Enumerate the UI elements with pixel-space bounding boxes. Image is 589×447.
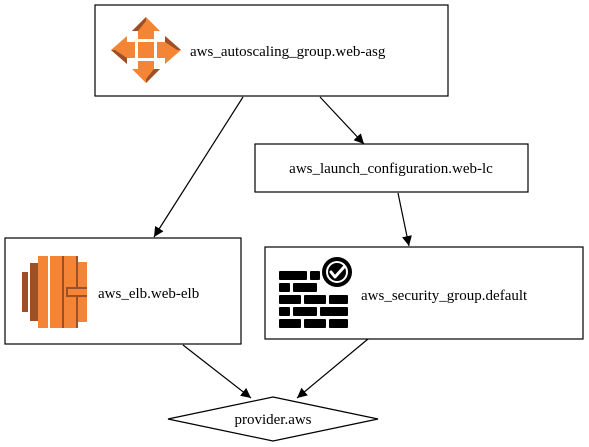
edge-security-group-to-provider xyxy=(296,338,369,399)
node-security-group[interactable]: aws_security_group.default xyxy=(264,246,584,340)
node-autoscaling-group[interactable]: aws_autoscaling_group.web-asg xyxy=(94,4,449,97)
edge-launch-config-to-security-group xyxy=(397,192,412,247)
node-label-provider: provider.aws xyxy=(234,412,311,428)
edge-asg-to-launch-config xyxy=(319,96,365,145)
edges xyxy=(153,96,412,399)
edge-elb-to-provider xyxy=(182,344,252,399)
node-label-elb: aws_elb.web-elb xyxy=(98,286,199,302)
node-provider[interactable]: provider.aws xyxy=(167,396,379,442)
elb-icon xyxy=(22,256,87,328)
edge-asg-to-elb xyxy=(153,96,244,238)
firewall-check-icon xyxy=(279,257,352,328)
node-elb[interactable]: aws_elb.web-elb xyxy=(4,237,242,345)
node-launch-configuration[interactable]: aws_launch_configuration.web-lc xyxy=(254,143,529,193)
node-label-security-group: aws_security_group.default xyxy=(361,288,528,304)
node-label-launch-config: aws_launch_configuration.web-lc xyxy=(289,161,493,177)
autoscaling-arrows-icon xyxy=(111,17,181,83)
node-label-asg: aws_autoscaling_group.web-asg xyxy=(190,44,386,60)
